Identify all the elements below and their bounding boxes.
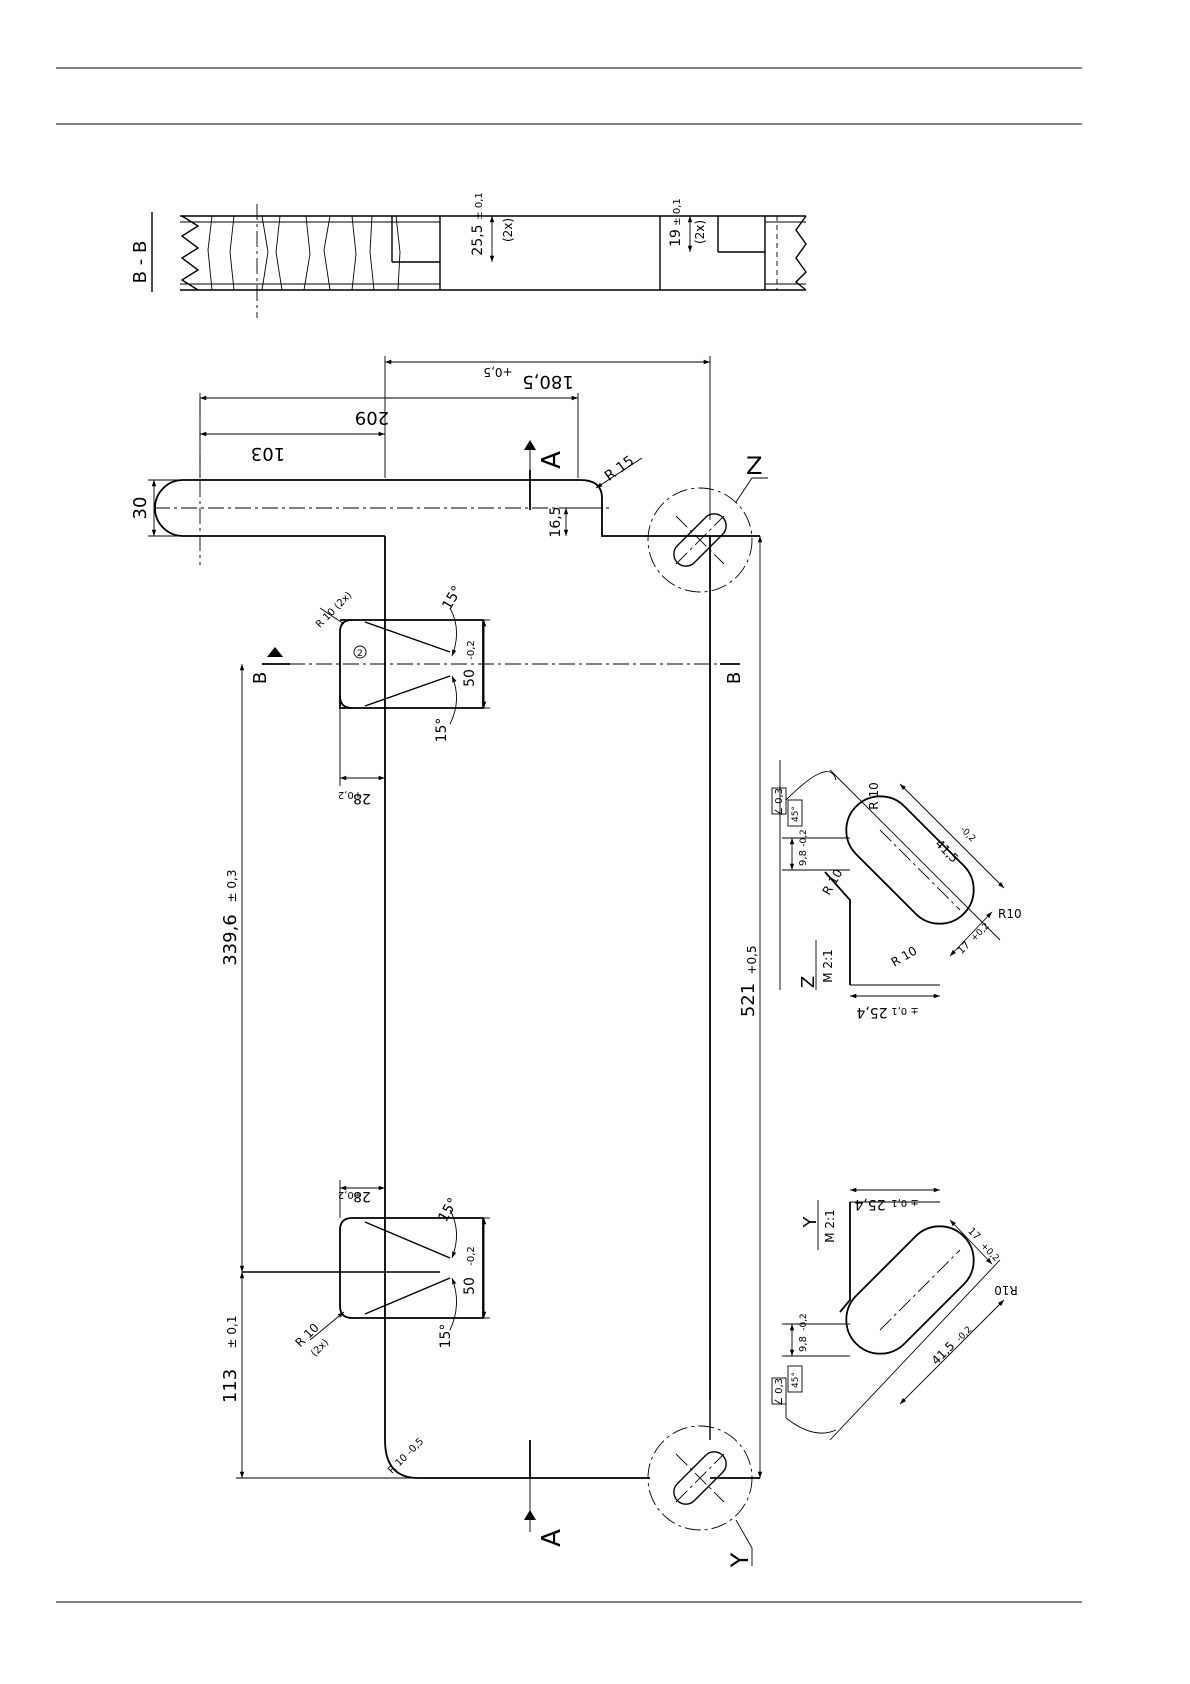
dim-339-6: 339,6 xyxy=(220,914,241,966)
section-b-b: B - B 25,5 ± 0,1 ( xyxy=(130,192,807,318)
detail-z-dim-17: 17 xyxy=(956,940,973,957)
count-2x-a: (2x) xyxy=(501,218,515,242)
detail-z-tol-9-8: -0,2 xyxy=(799,829,809,847)
detail-y: 25,4 ± 0,1 Y M 2:1 17 +0,2 R10 41,5 -0,2… xyxy=(771,1187,1018,1441)
count-2x-b: (2x) xyxy=(693,220,707,244)
dim-25-5: 25,5 xyxy=(470,224,486,255)
detail-z-tol-25-4: ± 0,1 xyxy=(891,1005,918,1016)
tol-28-bot: +0,2 xyxy=(338,1189,362,1200)
dim-209: 209 xyxy=(355,407,389,428)
detail-y-tol-41-5: -0,2 xyxy=(955,1325,974,1344)
radius-15: R 15 xyxy=(602,453,637,485)
angle-15-d: 15° xyxy=(438,1324,454,1349)
detail-z-r10-a: R 10 xyxy=(867,782,881,809)
dim-180-5: 180,5 xyxy=(522,371,574,392)
dim-19: 19 xyxy=(668,229,684,247)
dim-28-bot: 28 xyxy=(353,1188,371,1204)
detail-z-dim-25-4: 25,4 xyxy=(856,1004,887,1020)
angle-15-b: 15° xyxy=(434,718,450,743)
dim-50-top: 50 xyxy=(462,669,478,687)
section-b-marker-bottom: B xyxy=(724,672,745,684)
detail-z-r10-b: R 10 xyxy=(820,867,846,898)
detail-y-frame-1: ∠ 0,3 xyxy=(774,1378,785,1406)
circle-number: 2 xyxy=(357,649,363,659)
radius-top-small: R 10 (2x) xyxy=(314,590,354,630)
count-2x: (2x) xyxy=(309,1337,331,1359)
detail-z-tol-41-5: -0,2 xyxy=(958,825,977,844)
detail-z-tol-17: +0,2 xyxy=(969,921,992,944)
main-view: 180,5 +0,5 209 103 30 16,5 R 15 A A xyxy=(130,356,768,1568)
detail-y-scale: M 2:1 xyxy=(823,1209,837,1242)
detail-z-dim-9-8: 9,8 xyxy=(798,850,809,866)
tol-25-5: ± 0,1 xyxy=(474,192,485,219)
detail-y-tol-9-8: -0,2 xyxy=(799,1313,809,1331)
detail-y-r10: R10 xyxy=(994,1283,1018,1297)
angle-15-a: 15° xyxy=(439,583,465,613)
tol-180-5: +0,5 xyxy=(483,365,512,379)
detail-z-scale: M 2:1 xyxy=(821,949,835,982)
detail-y-dim-41-5: 41,5 xyxy=(929,1339,958,1368)
dim-50-bot: 50 xyxy=(462,1277,478,1295)
tol-50-top: -0,2 xyxy=(466,640,477,660)
detail-z: ∠ 0,3 45° 9,8 -0,2 R 10 R 10 R 10 R10 41… xyxy=(771,760,1022,1020)
dim-16-5: 16,5 xyxy=(548,506,564,537)
radius-corner: R 10 -0,5 xyxy=(386,1436,426,1476)
detail-z-label: Z xyxy=(798,976,819,988)
tol-28-top: +0,2 xyxy=(338,789,362,800)
section-a-marker-bottom: A xyxy=(537,1529,567,1547)
detail-y-frame-2: 45° xyxy=(791,1372,801,1388)
section-b-b-label: B - B xyxy=(130,241,151,284)
section-a-marker-top: A xyxy=(537,451,567,469)
tol-339-6: ± 0,3 xyxy=(225,870,239,903)
detail-z-frame-2: 45° xyxy=(791,806,801,822)
tol-113: ± 0,1 xyxy=(225,1316,239,1349)
section-b-marker-top: B xyxy=(250,672,271,684)
detail-y-tol-25-4: ± 0,1 xyxy=(891,1197,918,1208)
dim-103: 103 xyxy=(251,443,285,464)
dim-521: 521 xyxy=(738,983,759,1017)
tol-50-bot: -0,2 xyxy=(466,1246,477,1266)
dim-28-top: 28 xyxy=(353,790,371,806)
dim-113: 113 xyxy=(220,1369,241,1403)
detail-y-marker: Y xyxy=(726,1552,754,1568)
detail-z-marker: Z xyxy=(746,452,762,480)
page-rules xyxy=(56,67,1082,1603)
tol-19: ± 0,1 xyxy=(672,198,683,225)
dim-30: 30 xyxy=(130,497,151,520)
tol-521: +0,5 xyxy=(745,945,759,974)
detail-y-dim-9-8: 9,8 xyxy=(798,1336,809,1352)
detail-y-dim-25-4: 25,4 xyxy=(854,1196,885,1212)
detail-y-label: Y xyxy=(800,1216,821,1229)
detail-z-r10-c: R 10 xyxy=(889,944,920,970)
detail-z-frame-1: ∠ 0,3 xyxy=(774,788,785,816)
detail-z-r10-d: R10 xyxy=(998,907,1022,921)
angle-15-c: 15° xyxy=(435,1195,461,1225)
